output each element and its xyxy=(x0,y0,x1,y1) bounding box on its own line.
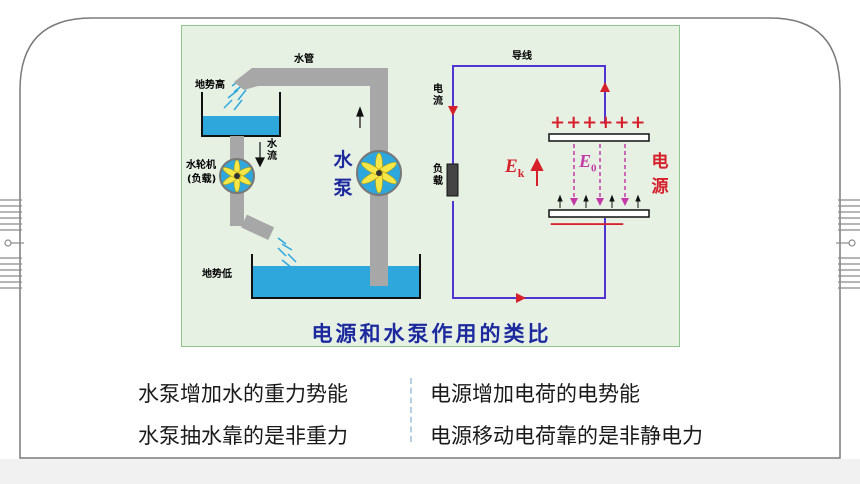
label-wheel: 水轮机 xyxy=(186,160,216,171)
label-pump: 水泵 xyxy=(333,149,353,199)
pump-up-arrow xyxy=(356,106,364,128)
current-arrow-top xyxy=(600,82,610,92)
left-line-2: 水泵抽水靠的是非重力 xyxy=(138,424,348,448)
negative-plate xyxy=(548,209,650,218)
label-load: 负载 xyxy=(433,164,443,187)
analogy-drawing xyxy=(201,65,650,303)
charge-arrows xyxy=(557,194,641,208)
label-wire: 导线 xyxy=(512,51,532,62)
circuit-wire xyxy=(452,65,606,299)
water-turbine xyxy=(219,158,255,194)
label-high: 地势高 xyxy=(195,80,225,91)
label-ek: Ek xyxy=(505,156,525,180)
label-low: 地势低 xyxy=(202,269,232,280)
label-flow: 水流 xyxy=(267,139,277,162)
e0-field-arrows xyxy=(573,144,626,202)
label-current: 电流 xyxy=(433,84,443,107)
right-circuit-decoration xyxy=(836,199,860,289)
load-resistor xyxy=(446,163,459,197)
figure-caption: 电源和水泵作用的类比 xyxy=(311,322,552,346)
ek-arrow xyxy=(530,157,544,186)
text-divider xyxy=(410,378,412,442)
label-e0: E0 xyxy=(579,151,597,175)
right-line-1: 电源增加电荷的电势能 xyxy=(430,382,640,406)
lower-tank xyxy=(251,254,421,299)
label-source: 电源 xyxy=(651,152,669,197)
left-line-1: 水泵增加水的重力势能 xyxy=(138,382,348,406)
analogy-figure: 水管 地势高 水流 水轮机 (负载) 地势低 水泵 导线 电流 负载 电源 ++… xyxy=(181,25,680,347)
right-line-2: 电源移动电荷靠的是非静电力 xyxy=(430,424,703,448)
label-wheel-sub: (负载) xyxy=(187,174,217,185)
positive-plate xyxy=(548,133,650,142)
label-pipe: 水管 xyxy=(294,54,314,65)
bottom-band xyxy=(0,459,860,484)
current-arrow-left xyxy=(448,106,458,116)
water-pump xyxy=(356,150,402,196)
minus-signs: —————— xyxy=(550,216,624,232)
current-arrow-bottom xyxy=(516,293,526,303)
left-circuit-decoration xyxy=(0,199,24,289)
plus-signs: ++++++ xyxy=(550,112,647,133)
flow-arrow xyxy=(255,142,265,168)
upper-tank xyxy=(201,92,281,137)
